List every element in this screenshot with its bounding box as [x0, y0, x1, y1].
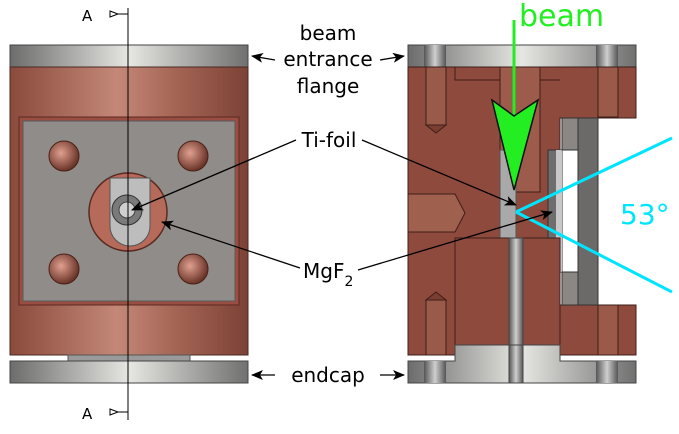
beam-arrow	[490, 20, 540, 191]
bolt-channel-left-bottom	[425, 299, 447, 356]
bolt-channel-right-top	[597, 66, 619, 118]
beam-entrance-label-3: flange	[297, 74, 360, 98]
screw-bottom-right	[177, 253, 209, 285]
left-top-flange	[9, 44, 249, 68]
section-label-bottom: A	[82, 405, 93, 423]
ti-foil-label: Ti-foil	[301, 128, 357, 152]
beam-label: beam	[519, 0, 604, 34]
left-view	[9, 8, 249, 420]
section-arrow-bottom-head	[109, 408, 120, 416]
arrow-tifoil-right	[361, 139, 517, 206]
beam-entrance-label-2: entrance	[283, 47, 372, 71]
beam-entrance-label-1: beam	[300, 21, 357, 45]
right-endcap-rod-center	[508, 344, 524, 384]
left-bottom-neck	[67, 354, 191, 362]
right-flange-rod-right	[596, 45, 618, 67]
right-endcap-rod-right	[596, 361, 618, 383]
right-endcap-rod-left	[424, 361, 446, 383]
arrow-mgf2-right	[357, 210, 553, 271]
arrow-flange-right	[379, 52, 405, 63]
ti-foil-mount-light	[556, 150, 562, 272]
mgf2-label-main: MgF	[303, 259, 344, 283]
detector-plate-face	[577, 117, 599, 306]
endcap-label: endcap	[291, 363, 365, 387]
bottom-stem	[454, 237, 561, 356]
right-flange-rod-left	[424, 45, 446, 67]
screw-bottom-left	[48, 253, 80, 285]
mgf2-label-sub: 2	[344, 274, 353, 290]
left-endcap	[9, 360, 249, 384]
angle-lines	[515, 136, 673, 294]
mgf2-label: MgF2	[303, 259, 353, 290]
arrow-mgf2-left	[161, 220, 301, 269]
bolt-channel-left-top	[425, 66, 447, 126]
right-view	[407, 44, 679, 384]
bolt-tip-left-top	[424, 124, 448, 134]
section-label-top: A	[82, 7, 93, 25]
callout-arrows	[131, 52, 553, 380]
screw-top-left	[48, 140, 80, 172]
screw-top-right	[177, 140, 209, 172]
section-arrow-top-head	[109, 10, 120, 18]
bolt-channel-right-bottom	[597, 304, 619, 356]
arrow-flange-left	[251, 52, 276, 63]
arrow-tifoil-left	[131, 139, 297, 211]
angle-label: 53°	[620, 198, 670, 231]
horizontal-pin	[407, 193, 466, 233]
